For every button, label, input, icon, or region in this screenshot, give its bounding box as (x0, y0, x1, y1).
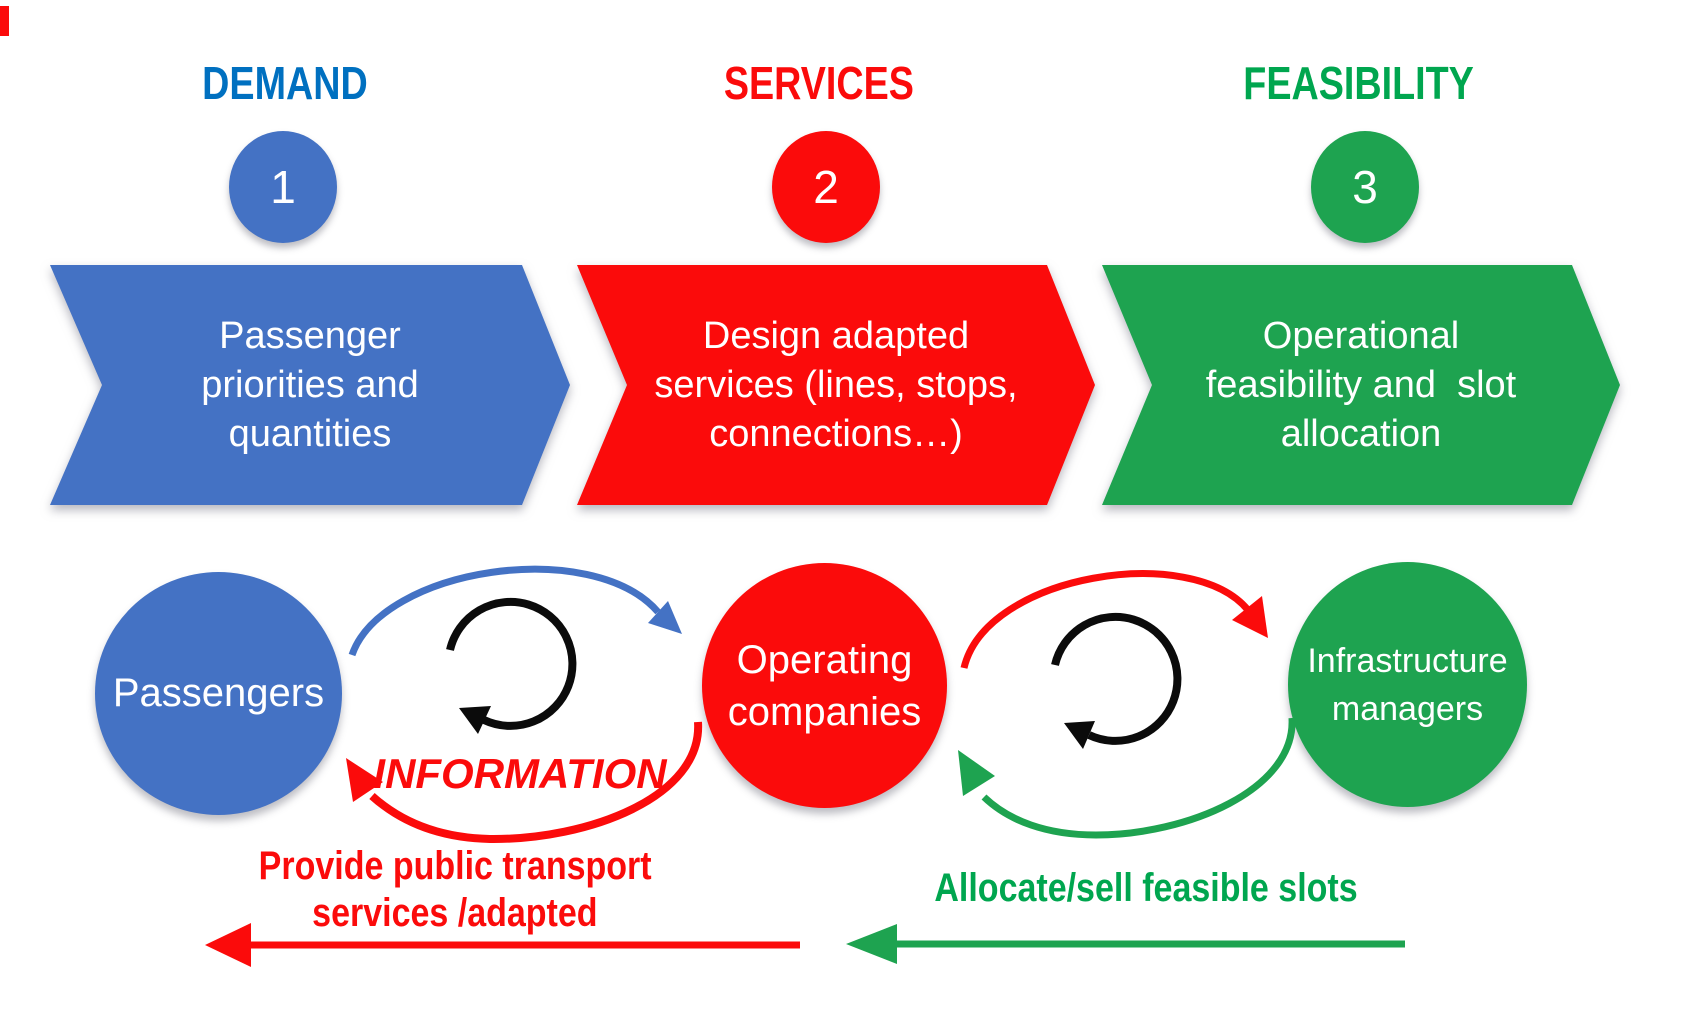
green-feedback-arrow (958, 717, 1296, 839)
chevron-banner-demand: Passenger priorities and quantities (50, 265, 570, 505)
banner-text-line: feasibility and slot (1205, 363, 1517, 406)
step-number-badge-1: 1 (229, 131, 337, 243)
actor-circle-infrastructure-managers: Infrastructure managers (1288, 562, 1527, 807)
blue-cycle-arrow-path (348, 565, 661, 657)
banner-text-line: connections…) (709, 412, 963, 455)
black-rotation-left-head (459, 706, 491, 734)
black-rotation-left-path (446, 597, 577, 730)
actor-label: Operating (736, 637, 913, 682)
actor-circle-passengers: Passengers (95, 572, 342, 815)
column-header-demand-label: DEMAND (202, 57, 368, 109)
banner-text-line: services (lines, stops, (654, 363, 1018, 406)
green-feedback-arrow-head (958, 750, 995, 796)
red-edge-artifact (0, 6, 9, 36)
column-header-feasibility: FEASIBILITY (1209, 54, 1509, 112)
chevron-banner-services: Design adapted services (lines, stops, c… (577, 265, 1095, 505)
provide-services-label-line: services /adapted (312, 891, 598, 935)
actor-label: Passengers (112, 671, 325, 715)
provide-services-label: Provide public transport services /adapt… (185, 843, 725, 937)
allocate-slots-label: Allocate/sell feasible slots (846, 866, 1446, 911)
actor-label: companies (727, 689, 922, 734)
black-rotation-right-head (1064, 721, 1095, 749)
column-header-services-label: SERVICES (723, 57, 915, 109)
green-allocate-arrow-head (846, 924, 897, 964)
column-header-services: SERVICES (669, 54, 969, 112)
banner-text-line: Operational (1262, 314, 1460, 357)
step-number-badge-3: 3 (1311, 131, 1419, 243)
actor-label: Infrastructure (1307, 641, 1508, 680)
green-allocate-arrow (846, 924, 1405, 964)
actor-label: managers (1331, 689, 1484, 728)
green-feedback-arrow-path (981, 717, 1296, 839)
column-header-feasibility-label: FEASIBILITY (1243, 57, 1475, 109)
chevron-shape-services: Design adapted services (lines, stops, c… (577, 265, 1095, 505)
banner-text-line: priorities and (201, 363, 419, 406)
banner-text-line: quantities (228, 412, 392, 455)
step-number-badge-2: 2 (772, 131, 880, 243)
red-cycle-arrow-head (1232, 596, 1268, 638)
chevron-shape-feasibility: Operational feasibility and slot allocat… (1102, 265, 1620, 505)
allocate-slots-label-line: Allocate/sell feasible slots (934, 866, 1358, 910)
actor-circle-operating-companies: Operating companies (702, 563, 947, 808)
banner-text-line: Passenger (219, 314, 401, 357)
black-rotation-right-path (1051, 612, 1182, 745)
red-cycle-arrow-path (960, 570, 1251, 669)
blue-cycle-arrow (348, 565, 682, 657)
red-cycle-arrow (960, 570, 1268, 669)
chevron-banner-feasibility: Operational feasibility and slot allocat… (1102, 265, 1620, 505)
information-label: INFORMATION (373, 750, 667, 797)
blue-cycle-arrow-head (648, 601, 682, 634)
column-header-demand: DEMAND (135, 54, 435, 112)
banner-text-line: Design adapted (702, 314, 970, 357)
provide-services-label-line: Provide public transport (258, 844, 652, 888)
banner-text-line: allocation (1280, 412, 1442, 455)
black-rotation-arrow-right (1051, 612, 1182, 749)
black-rotation-arrow-left (446, 597, 577, 734)
chevron-shape-demand: Passenger priorities and quantities (50, 265, 570, 505)
